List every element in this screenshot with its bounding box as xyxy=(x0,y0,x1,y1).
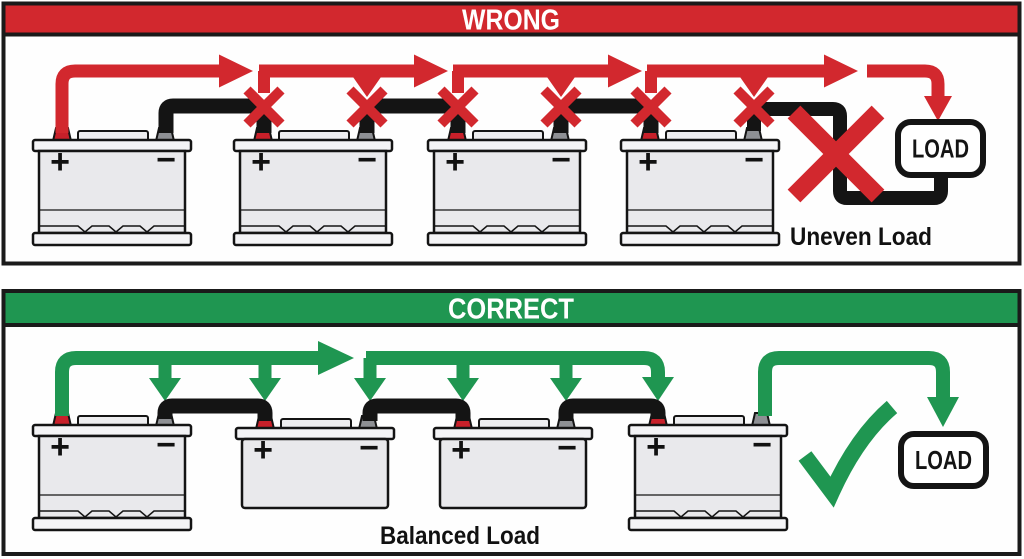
arrow-down-icon xyxy=(353,77,381,97)
jumper-cable-2 xyxy=(362,398,471,421)
arrow-right-icon xyxy=(219,54,253,88)
wrong-header xyxy=(1,1,1022,37)
x-mark-icon xyxy=(540,86,582,128)
arrow-right-icon xyxy=(608,54,642,88)
battery-4 xyxy=(627,411,789,532)
wrong-flow-arrows xyxy=(55,54,952,133)
x-mark-icon xyxy=(346,86,388,128)
arrow-right-icon xyxy=(824,54,858,88)
jumper-cable-3 xyxy=(558,398,666,421)
arrow-right-icon xyxy=(414,54,448,88)
wrong-panel: WRONG xyxy=(1,1,1022,266)
wrong-panel-title: WRONG xyxy=(462,5,560,37)
flow-segment-1 xyxy=(55,64,219,133)
wrong-caption: Uneven Load xyxy=(790,223,932,251)
arrow-down-icon xyxy=(547,77,575,97)
wrong-load-label: LOAD xyxy=(912,134,969,164)
arrow-down-icon xyxy=(149,378,181,401)
wrong-load-box xyxy=(895,119,986,178)
arrow-down-icon xyxy=(924,96,952,121)
x-mark-icon xyxy=(243,86,285,128)
correct-flow-arrows xyxy=(55,341,959,427)
arrow-down-icon xyxy=(550,378,582,401)
x-mark-icon xyxy=(630,86,672,128)
battery-1 xyxy=(31,126,193,247)
jumper-cable-1 xyxy=(157,398,273,421)
flow-segment-5 xyxy=(867,64,945,97)
battery-3 xyxy=(432,414,594,510)
correct-load-label: LOAD xyxy=(915,445,972,475)
big-x-mark-icon xyxy=(787,105,885,203)
arrow-right-icon xyxy=(318,341,354,375)
flow-segment-3 xyxy=(758,351,950,416)
battery-2 xyxy=(234,414,396,510)
arrow-down-icon xyxy=(354,378,386,401)
flow-segment-2 xyxy=(366,351,665,379)
correct-caption: Balanced Load xyxy=(380,522,540,550)
wrong-junction-marks xyxy=(243,86,775,128)
arrow-down-icon xyxy=(447,378,479,401)
correct-panel-title: CORRECT xyxy=(448,294,574,326)
correct-load-box xyxy=(898,431,989,489)
x-mark-icon xyxy=(733,86,775,128)
battery-1 xyxy=(31,411,193,532)
check-mark-icon xyxy=(798,400,898,508)
correct-jumper-cables xyxy=(157,398,666,421)
battery-4 xyxy=(619,126,781,247)
arrow-down-icon xyxy=(249,378,281,401)
correct-header xyxy=(1,289,1022,327)
arrow-down-icon xyxy=(642,377,674,401)
battery-2 xyxy=(232,126,394,247)
arrow-down-icon xyxy=(927,397,959,427)
arrow-down-icon xyxy=(740,77,768,97)
battery-3 xyxy=(426,126,588,247)
flow-segment-1 xyxy=(55,351,318,416)
correct-panel: CORRECT xyxy=(1,289,1022,556)
x-mark-icon xyxy=(437,86,479,128)
